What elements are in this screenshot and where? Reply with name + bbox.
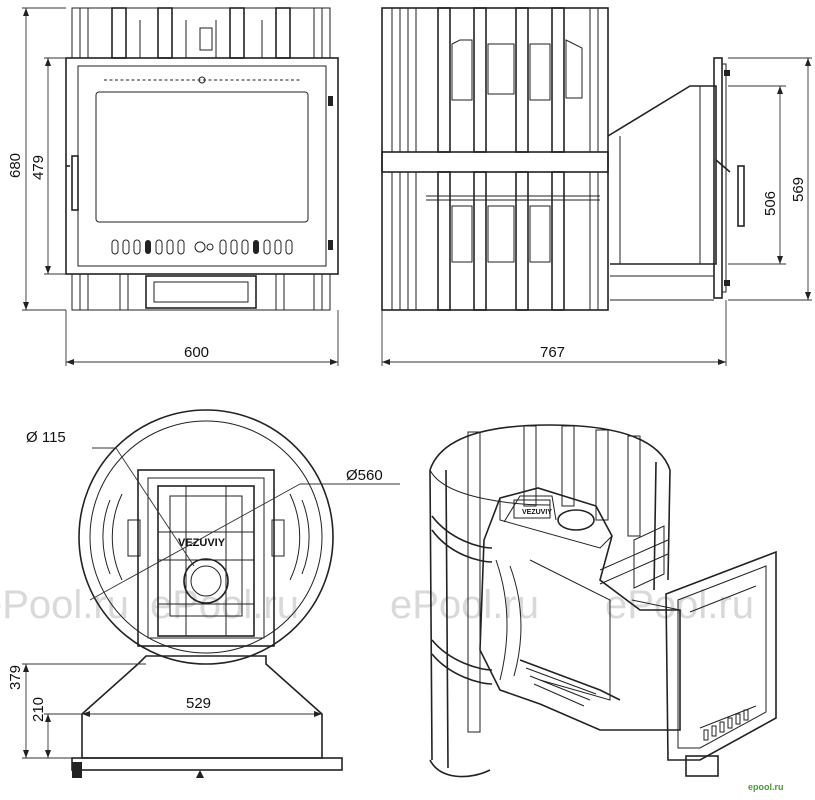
dim-379: 379 — [7, 665, 24, 690]
iso-door-slots — [703, 709, 749, 741]
top-view: VEZUVIY Ø 115 Ø560 — [26, 409, 400, 778]
isometric-view: VEZUVIY — [429, 424, 777, 778]
site-logo: epool.ru — [748, 782, 784, 792]
watermarks: ePool.ru ePool.ru ePool.ru ePool.ru — [0, 583, 754, 627]
dim-529: 529 — [186, 695, 211, 712]
front-top-bars — [71, 7, 331, 59]
dim-680: 680 — [7, 153, 24, 178]
dim-479: 479 — [30, 155, 47, 180]
dim-569: 569 — [790, 177, 807, 202]
front-air-slots — [111, 239, 293, 255]
brand-mark: VEZUVIY — [178, 537, 226, 549]
watermark-2: ePool.ru — [150, 583, 299, 627]
dim-506: 506 — [762, 191, 779, 216]
iso-brand-mark: VEZUVIY — [522, 509, 552, 516]
front-view — [65, 7, 339, 311]
watermark-3: ePool.ru — [390, 583, 539, 627]
dim-600: 600 — [184, 344, 209, 361]
dim-767: 767 — [540, 344, 565, 361]
dim-diameter-560: Ø560 — [346, 467, 383, 484]
front-dimensions: 680 479 600 — [7, 7, 339, 366]
front-bottom — [71, 273, 331, 311]
side-tunnel — [607, 57, 745, 301]
dim-210: 210 — [30, 697, 47, 722]
side-view — [381, 7, 745, 311]
side-dimensions: 767 506 569 — [381, 57, 812, 366]
side-bars — [391, 7, 600, 311]
dim-diameter-115: Ø 115 — [26, 429, 66, 446]
top-dimensions: 379 210 529 — [7, 663, 322, 759]
